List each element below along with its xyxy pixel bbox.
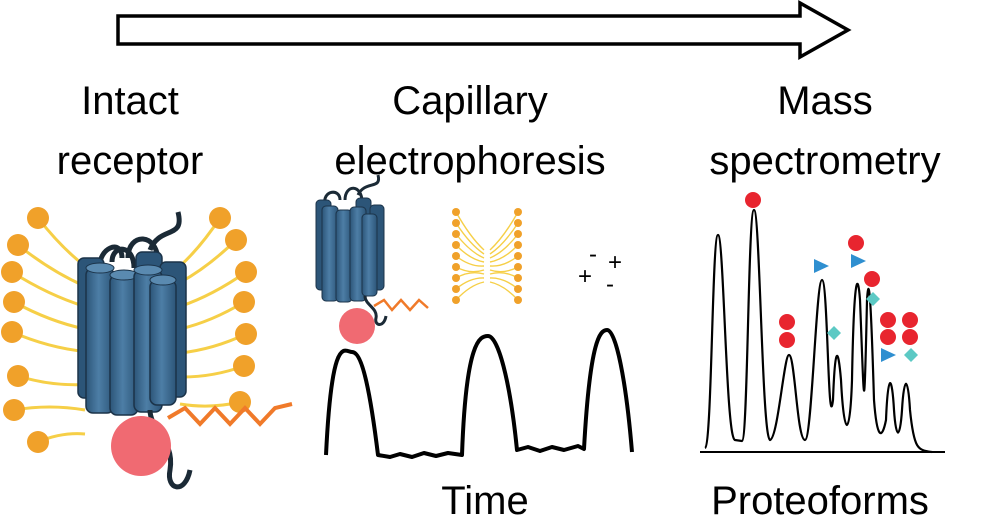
receptor-icon: [77, 211, 193, 490]
circle-marker-icon: [902, 329, 918, 345]
lipid-head: [514, 241, 522, 249]
lipid-head: [452, 285, 460, 293]
stage3-title-line2: spectrometry: [709, 139, 941, 183]
ms-spectrum: [703, 208, 933, 454]
stage3-title-line1: Mass: [777, 79, 873, 123]
lipid-tail: [455, 266, 485, 273]
lipid-micelle-icon: [452, 208, 522, 304]
ms-axis-label: Proteoforms: [711, 479, 929, 523]
lipid-head: [452, 208, 460, 216]
lipid-head: [233, 291, 255, 313]
circle-marker-icon: [779, 332, 795, 348]
circle-marker-icon: [880, 329, 896, 345]
lipid-head: [209, 207, 231, 229]
ce-receptor-icon: [315, 174, 388, 326]
triangle-marker-icon: [814, 259, 829, 273]
lipid-head: [233, 355, 255, 377]
lipid-tail: [455, 222, 485, 255]
circle-marker-icon: [902, 312, 918, 328]
charge-plus-2: +: [578, 263, 592, 290]
lipid-head: [3, 399, 25, 421]
circle-marker-icon: [880, 312, 896, 328]
triangle-marker-icon: [881, 348, 896, 362]
lipid-tail: [489, 211, 519, 251]
lipid-head: [452, 263, 460, 271]
ce-charges: - + + -: [578, 241, 622, 298]
circle-marker-icon: [745, 192, 761, 208]
ce-electropherogram: [324, 328, 634, 459]
lipid-head: [7, 365, 29, 387]
lipid-head: [452, 241, 460, 249]
lipid-tail: [489, 271, 519, 279]
lipid-tail: [11, 330, 86, 353]
stage2-title-line1: Capillary: [392, 79, 548, 123]
diamond-marker-icon: [904, 348, 918, 362]
ligand-icon: [111, 416, 171, 476]
triangle-marker-icon: [851, 254, 866, 268]
lipid-tail: [455, 271, 485, 279]
lipid-head: [514, 285, 522, 293]
ce-peptide-icon: [373, 298, 429, 312]
diamond-marker-icon: [866, 292, 880, 306]
lipid-head: [27, 431, 49, 453]
lipid-tail: [13, 300, 86, 331]
ce-axis-label: Time: [441, 479, 529, 523]
lipid-head: [514, 274, 522, 282]
lipid-head: [3, 291, 25, 313]
circle-marker-icon: [779, 314, 795, 330]
lipid-head: [514, 230, 522, 238]
lipid-head: [452, 274, 460, 282]
charge-minus-2: -: [606, 271, 614, 298]
charge-plus-1: +: [608, 249, 622, 276]
lipid-tail: [489, 266, 519, 273]
lipid-head: [452, 296, 460, 304]
lipid-tail: [489, 222, 519, 255]
diamond-marker-icon: [827, 326, 841, 340]
lipid-head: [514, 296, 522, 304]
lipid-head: [452, 230, 460, 238]
lipid-head: [1, 261, 23, 283]
lipid-head: [235, 261, 257, 283]
stage1-title-line1: Intact: [81, 79, 179, 123]
lipid-head: [514, 252, 522, 260]
lipid-head: [235, 323, 257, 345]
ce-ligand-icon: [339, 308, 375, 344]
lipid-tail: [455, 281, 485, 301]
lipid-head: [27, 207, 49, 229]
lipid-head: [452, 219, 460, 227]
lipid-head: [225, 229, 247, 251]
arrow-icon: [116, 0, 852, 60]
circle-marker-icon: [864, 271, 880, 287]
lipid-head: [1, 321, 23, 343]
peptide-icon: [166, 402, 293, 427]
lipid-tail: [489, 281, 519, 301]
lipid-head: [452, 252, 460, 260]
lipid-head: [7, 234, 29, 256]
lipid-tail: [455, 211, 485, 251]
stage1-title-line2: receptor: [56, 139, 204, 183]
lipid-head: [514, 263, 522, 271]
receptor-lipid-belt: [1, 207, 257, 453]
lipid-head: [514, 208, 522, 216]
circle-marker-icon: [848, 235, 864, 251]
lipid-head: [514, 219, 522, 227]
ms-markers: [745, 192, 918, 362]
charge-minus-1: -: [589, 241, 597, 268]
